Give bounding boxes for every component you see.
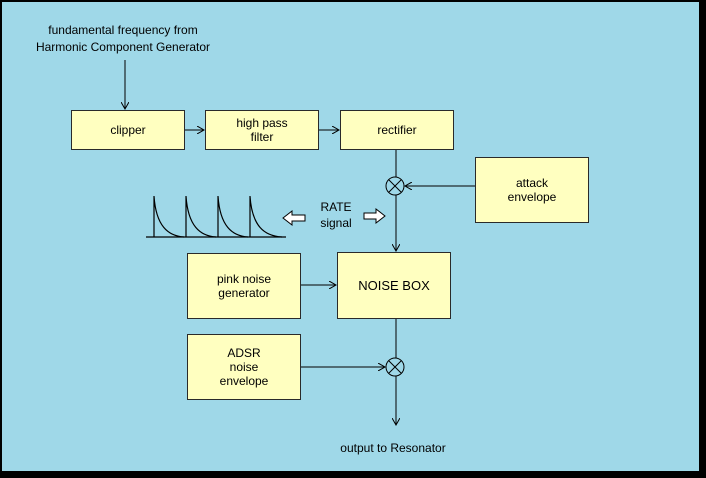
input-label: fundamental frequency from Harmonic Comp… [35, 23, 211, 54]
pink-noise-generator-block: pink noise generator [187, 253, 301, 319]
high-pass-filter-block: high pass filter [205, 110, 319, 150]
multiplier-1-icon [385, 176, 405, 196]
rate-waveform-icon [146, 195, 286, 238]
rectifier-block: rectifier [340, 110, 454, 150]
noise-box-block: NOISE BOX [337, 252, 451, 319]
diagram-background [2, 2, 699, 471]
adsr-noise-envelope-block: ADSR noise envelope [187, 334, 301, 400]
right-hollow-arrow-icon [363, 207, 386, 225]
rate-signal-label: RATE signal [320, 200, 352, 230]
output-label: output to Resonator [340, 441, 446, 455]
multiplier-2-icon [385, 357, 405, 377]
left-hollow-arrow-icon [282, 209, 306, 227]
attack-envelope-block: attack envelope [475, 157, 589, 223]
clipper-block: clipper [71, 110, 185, 150]
